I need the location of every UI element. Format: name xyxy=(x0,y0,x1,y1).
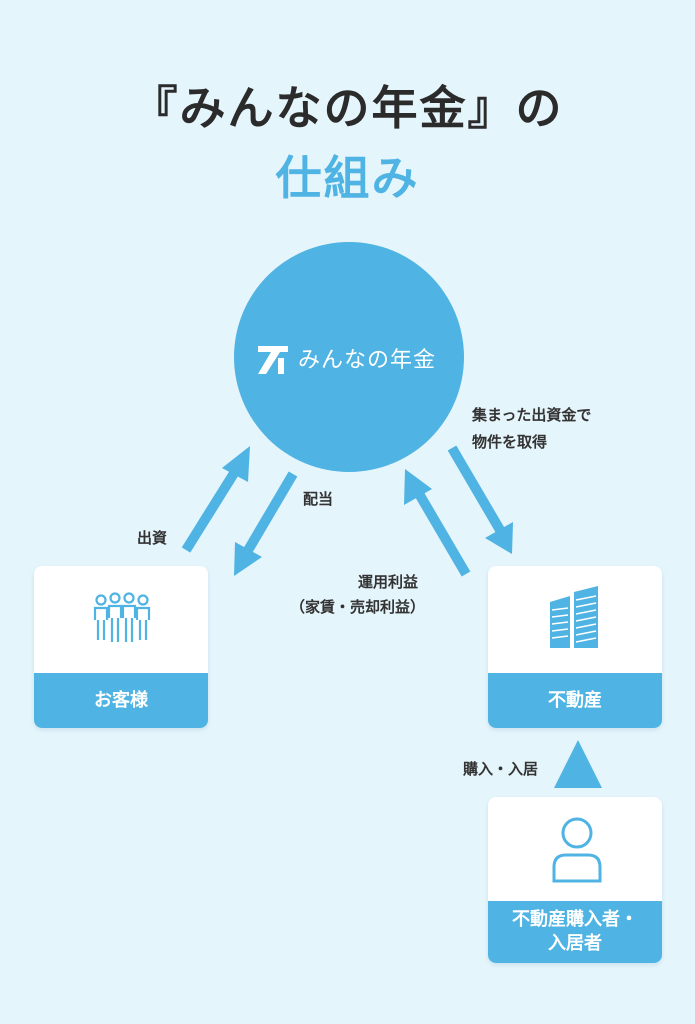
realestate-card: 不動産 xyxy=(488,566,662,728)
customer-label: お客様 xyxy=(34,673,208,728)
invest-arrow xyxy=(181,446,250,553)
title-line-1: 『みんなの年金』の xyxy=(131,81,564,135)
realestate-label: 不動産 xyxy=(488,673,662,728)
minna-no-nenkin-logo-icon xyxy=(258,346,288,374)
acquire-label-line2: 物件を取得 xyxy=(472,433,548,451)
dividend-label: 配当 xyxy=(303,490,334,508)
profit-arrow xyxy=(404,469,471,577)
buyer-label: 不動産購入者・ 入居者 xyxy=(488,901,662,963)
purchase-arrow xyxy=(554,740,602,788)
buyer-label-line1: 不動産購入者・ xyxy=(512,909,638,930)
people-group-icon xyxy=(93,592,151,642)
customer-card: お客様 xyxy=(34,566,208,728)
profit-detail-label: （家賃・売却利益） xyxy=(290,598,426,616)
invest-label: 出資 xyxy=(137,529,168,547)
dividend-arrow xyxy=(234,471,298,576)
buildings-icon xyxy=(550,586,598,648)
service-name: みんなの年金 xyxy=(298,348,437,373)
buyer-card: 不動産購入者・ 入居者 xyxy=(488,797,662,963)
purchase-label: 購入・入居 xyxy=(463,760,539,778)
person-icon xyxy=(552,817,602,883)
title-line-2: 仕組み xyxy=(275,151,420,205)
acquire-arrow xyxy=(447,445,513,554)
profit-label: 運用利益 xyxy=(358,573,419,591)
acquire-label-line1: 集まった出資金で xyxy=(472,406,592,424)
buyer-label-line2: 入居者 xyxy=(548,933,602,954)
